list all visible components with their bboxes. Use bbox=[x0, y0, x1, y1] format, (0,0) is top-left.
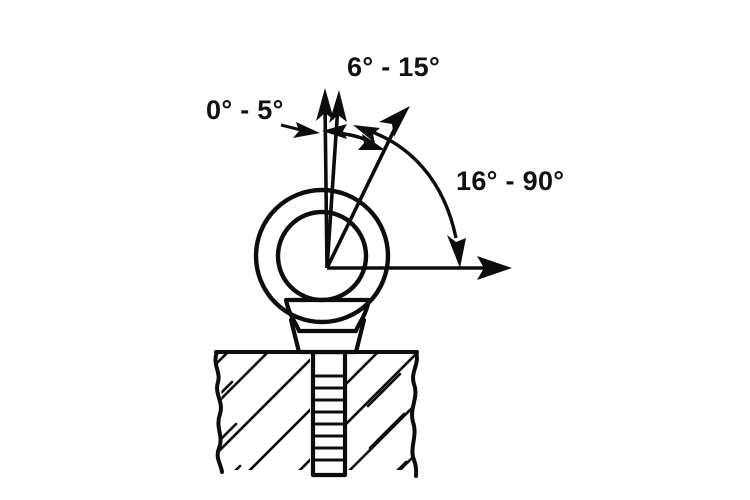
ring-outer-circle bbox=[253, 187, 391, 325]
vector-diagonal bbox=[325, 121, 400, 269]
label-large-angle: 16° - 90° bbox=[456, 166, 564, 196]
material-break-right bbox=[410, 350, 419, 478]
leader-arrows bbox=[280, 122, 320, 138]
material-break-left bbox=[213, 350, 224, 474]
sectioned-material bbox=[213, 350, 419, 478]
threaded-shank bbox=[310, 349, 348, 478]
arrowhead-small-tilt bbox=[329, 90, 347, 123]
eye-bolt-ring bbox=[253, 187, 391, 334]
arc-large-angle bbox=[366, 128, 458, 239]
label-medium-angle: 6° - 15° bbox=[347, 52, 440, 82]
arrowhead-diagonal bbox=[379, 106, 410, 137]
angle-arcs bbox=[322, 124, 466, 268]
vector-zero-degree bbox=[323, 102, 329, 269]
ring-inner-circle bbox=[275, 209, 369, 303]
arrowhead-ninety-degree bbox=[477, 256, 512, 280]
thread-rungs bbox=[314, 374, 344, 462]
arrowhead-arc-small-right bbox=[358, 134, 385, 150]
material-block-right bbox=[343, 352, 418, 478]
arrowhead-leader-small-angle bbox=[293, 122, 320, 138]
label-small-angle: 0° - 5° bbox=[206, 95, 284, 125]
hatch-right bbox=[345, 352, 416, 470]
arrowhead-zero-degree bbox=[316, 88, 334, 121]
arrowhead-arc-small-left bbox=[322, 124, 347, 139]
arrowhead-arc-large-top bbox=[353, 125, 380, 143]
arrowhead-arc-large-bottom bbox=[447, 235, 466, 268]
material-block-left bbox=[215, 352, 312, 478]
